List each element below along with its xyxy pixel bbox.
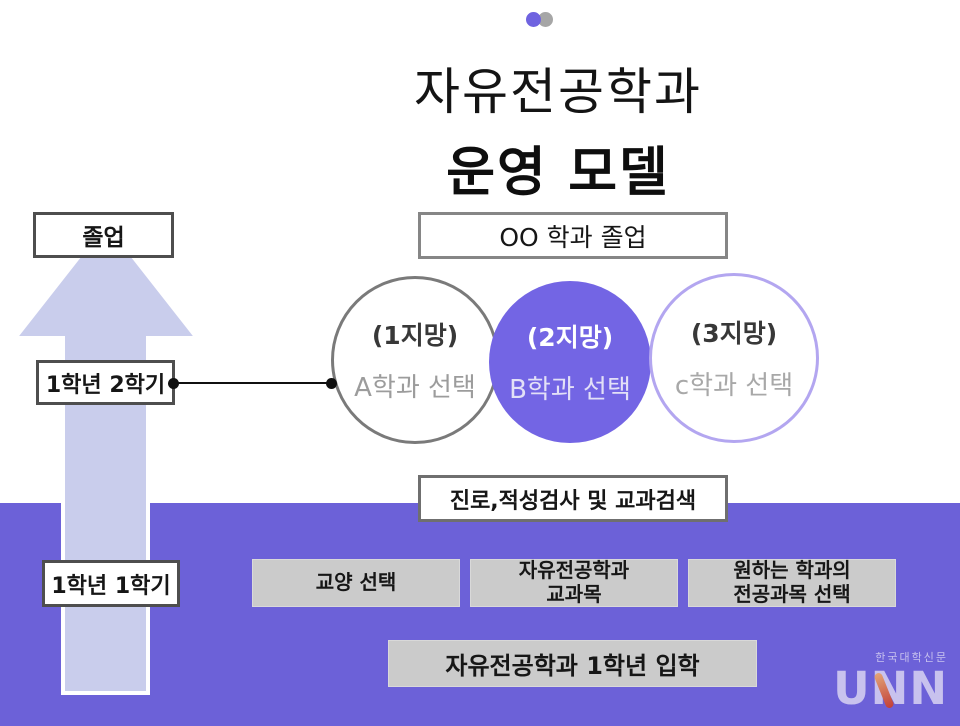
logo-brand-text: UNN [833,665,948,712]
choice-1-label: A학과 선택 [354,373,476,403]
connector-dot-right [326,378,337,389]
admission-box: 자유전공학과 1학년 입학 [388,640,757,687]
choice-3-label: c학과 선택 [674,371,794,401]
logo-publisher-text: 한국대학신문 [875,650,948,664]
page-title: 자유전공학과 운영 모델 [414,52,702,206]
graduation-box: 졸업 [33,212,174,258]
course-box-free-major: 자유전공학과 교과목 [470,559,678,607]
course-box-line: 자유전공학과 [518,558,630,583]
title-line-2: 운영 모델 [446,142,670,203]
course-box-desired-major: 원하는 학과의 전공과목 선택 [688,559,896,607]
choice-circle-3: (3지망) c학과 선택 [649,273,819,443]
year1-semester1-box: 1학년 1학기 [42,560,180,607]
connector-dot-left [168,378,179,389]
choice-2-label: B학과 선택 [509,375,631,405]
choice-2-rank: (2지망) [526,323,614,352]
course-box-liberal-arts: 교양 선택 [252,559,460,607]
bottom-purple-panel [0,503,960,726]
choice-circle-1: (1지망) A학과 선택 [331,276,499,444]
choice-3-rank: (3지망) [690,319,778,348]
career-aptitude-box: 진로,적성검사 및 교과검색 [418,475,728,522]
department-graduation-box: OO 학과 졸업 [418,212,728,259]
unn-logo: 한국대학신문 UNN [833,649,948,712]
year1-semester2-box: 1학년 2학기 [36,360,175,405]
course-box-line: 원하는 학과의 [733,558,851,583]
title-line-1: 자유전공학과 [414,63,702,121]
course-box-line: 교과목 [546,582,602,606]
course-box-line: 교양 선택 [315,570,397,595]
course-box-line: 전공과목 선택 [733,582,851,606]
choice-1-rank: (1지망) [371,321,459,350]
purple-dot [526,12,541,27]
gray-dot [538,12,553,27]
connector-line [173,382,331,384]
choice-circle-2: (2지망) B학과 선택 [489,281,651,443]
